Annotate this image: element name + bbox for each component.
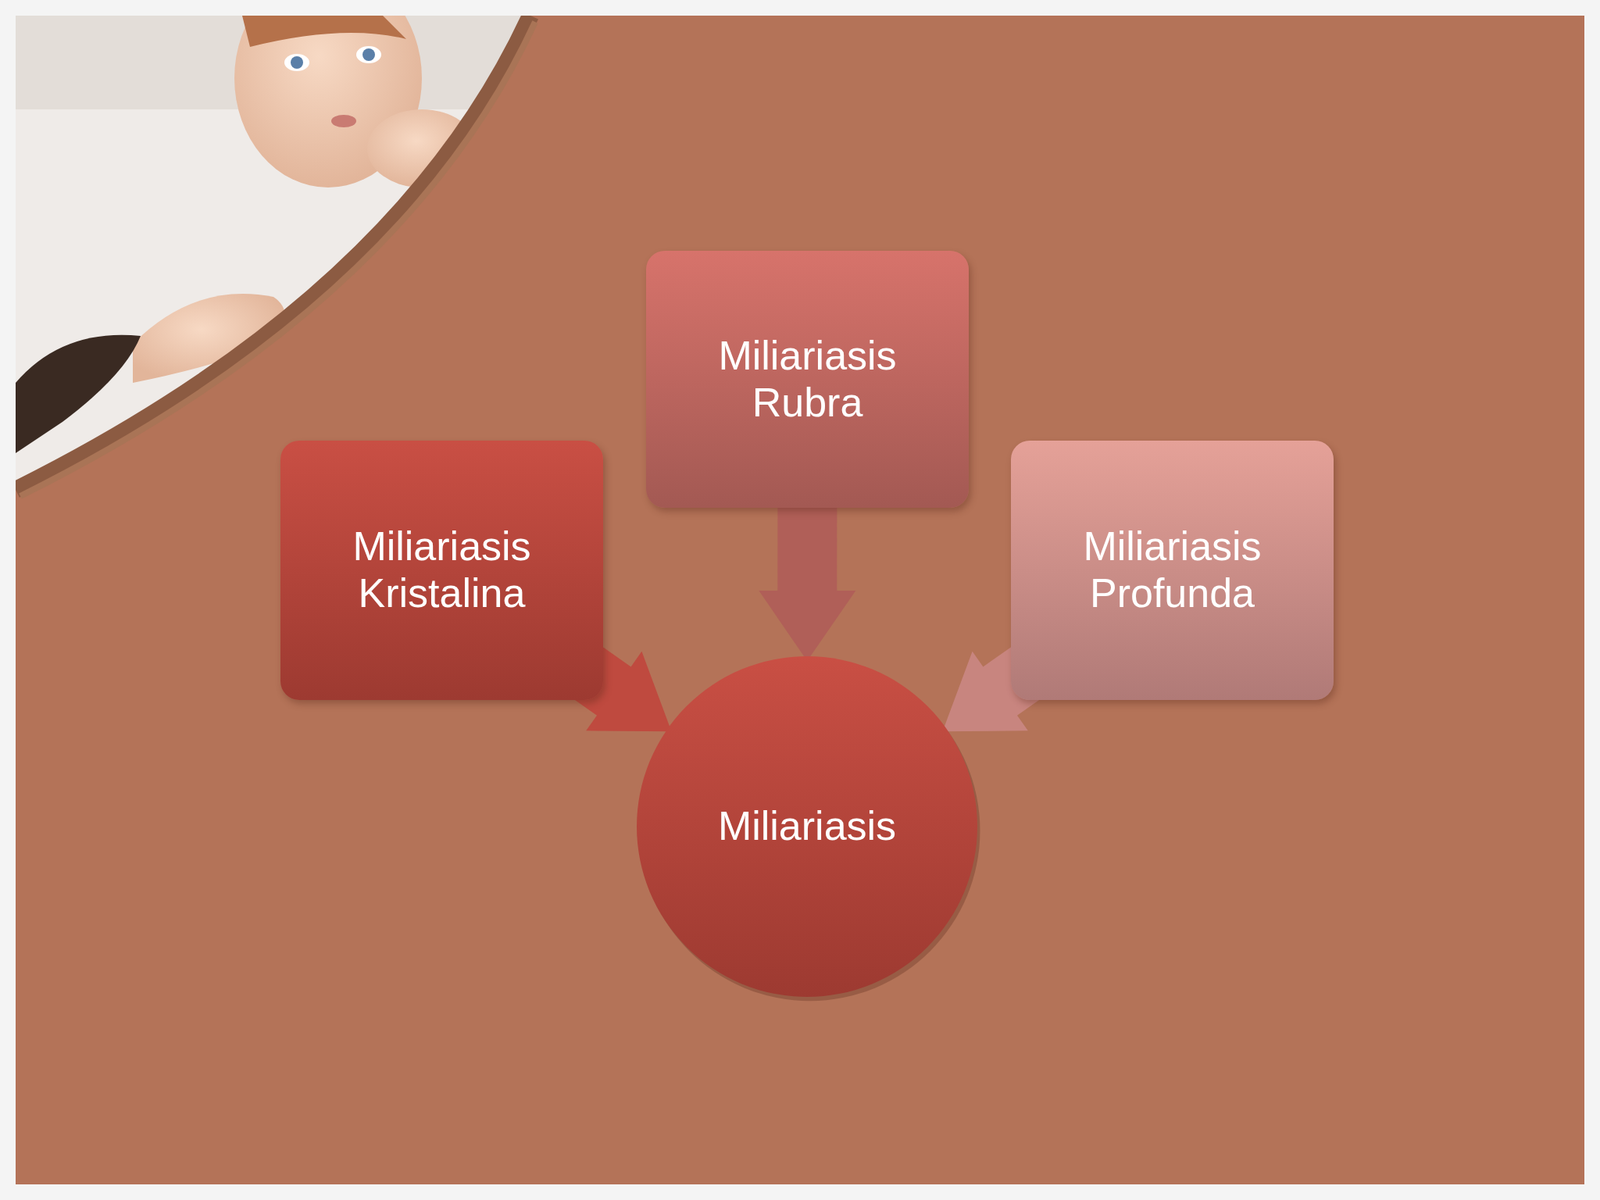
slide-background: Miliariasis RubraMiliariasis KristalinaM… <box>15 15 1585 1185</box>
process-box: Miliariasis Profunda <box>1010 440 1334 700</box>
block-arrow <box>758 484 856 661</box>
node-label: Miliariasis Profunda <box>1030 523 1315 618</box>
process-box: Miliariasis Kristalina <box>280 440 604 700</box>
connector-layer <box>15 15 1585 1185</box>
node-label: Miliariasis Kristalina <box>300 523 584 618</box>
node-label: Miliariasis <box>717 803 897 850</box>
center-circle: Miliariasis <box>636 656 978 997</box>
node-label: Miliariasis Rubra <box>665 332 950 427</box>
process-box: Miliariasis Rubra <box>646 250 969 508</box>
